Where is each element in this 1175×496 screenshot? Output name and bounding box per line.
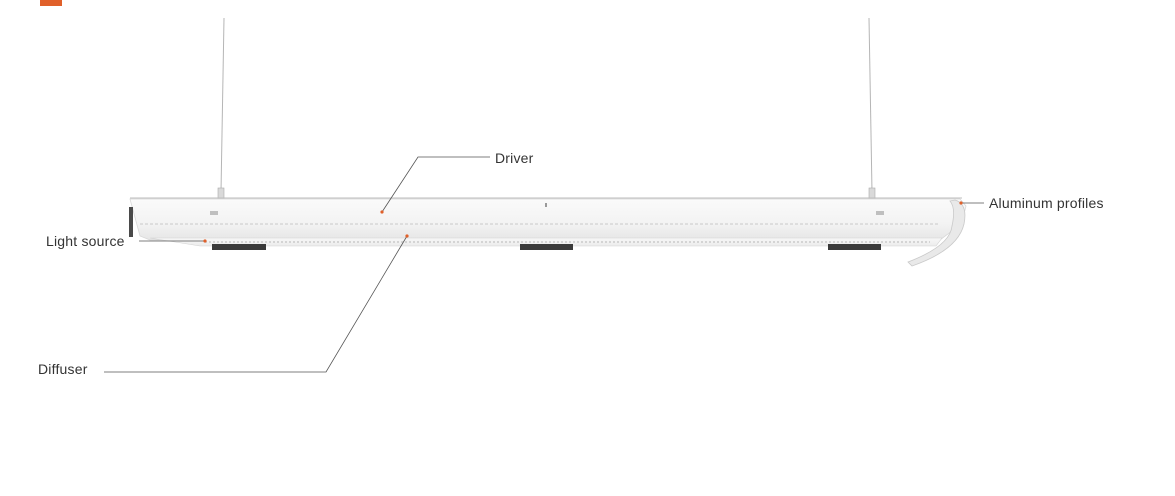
label-driver: Driver xyxy=(495,150,534,166)
marker-light-source xyxy=(203,239,207,243)
top-mark-left xyxy=(210,211,218,215)
label-light-source: Light source xyxy=(46,233,125,249)
driver-box-1 xyxy=(212,244,266,250)
suspension-wire-right xyxy=(868,17,873,193)
driver-box-3 xyxy=(828,244,881,250)
top-mark-right xyxy=(876,211,884,215)
top-mark-center xyxy=(545,203,547,207)
marker-aluminum xyxy=(959,201,963,205)
label-aluminum-profiles: Aluminum profiles xyxy=(989,195,1104,211)
aluminum-profile-body xyxy=(129,198,967,241)
marker-diffuser xyxy=(405,234,409,238)
marker-driver xyxy=(380,210,384,214)
driver-box-2 xyxy=(520,244,573,250)
corner-accent-mark xyxy=(40,0,62,6)
suspension-wire-left xyxy=(220,17,225,193)
label-diffuser: Diffuser xyxy=(38,361,88,377)
leader-driver xyxy=(381,156,490,213)
end-cap-left xyxy=(129,207,133,237)
end-cap-right xyxy=(907,199,966,267)
leader-diffuser xyxy=(104,235,408,373)
